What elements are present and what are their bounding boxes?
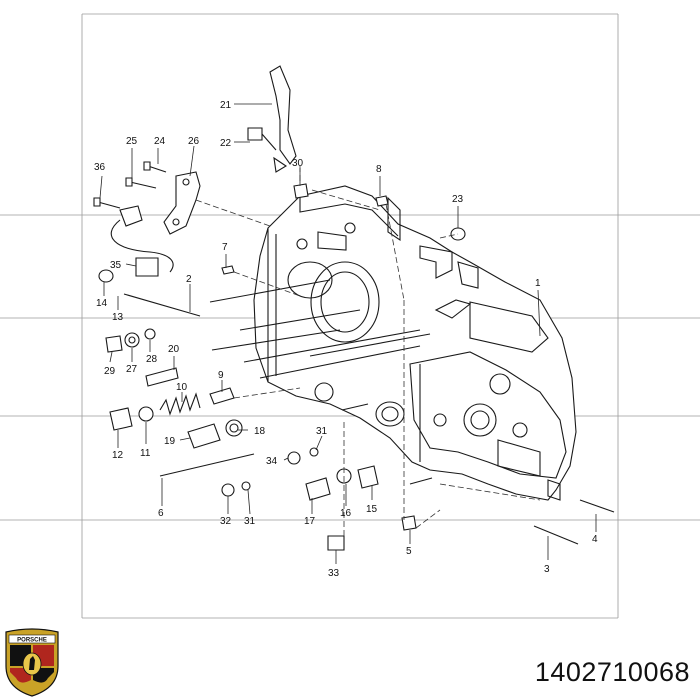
callout-28: 28: [146, 354, 158, 365]
callout-5: 5: [406, 546, 412, 557]
callout-35: 35: [110, 260, 122, 271]
callout-23: 23: [452, 194, 464, 205]
callout-33: 33: [328, 568, 340, 579]
callout-22: 22: [220, 138, 232, 149]
callout-36: 36: [94, 162, 106, 173]
callout-30: 30: [292, 158, 304, 169]
callout-4: 4: [592, 534, 598, 545]
small-parts: [93, 65, 466, 551]
callout-11: 11: [140, 448, 151, 459]
callout-19: 19: [164, 436, 176, 447]
callout-34: 34: [266, 456, 278, 467]
callout-20: 20: [168, 344, 180, 355]
stud-bolts: [123, 279, 615, 545]
porsche-crest-logo: PORSCHE: [5, 628, 59, 697]
callout-12: 12: [112, 450, 124, 461]
callout-27: 27: [126, 364, 138, 375]
callout-1: 1: [535, 278, 541, 289]
crest-wordmark: PORSCHE: [17, 638, 47, 644]
callout-21: 21: [220, 100, 232, 111]
callout-31-lower: 31: [244, 516, 256, 527]
callout-25: 25: [126, 136, 138, 147]
callout-labels: 1 2 3 4 5 6 7 8 9 10 11 12 13 14 15 16 1…: [94, 100, 598, 579]
callout-13: 13: [112, 312, 124, 323]
callout-31-upper: 31: [316, 426, 328, 437]
callout-16: 16: [340, 508, 352, 519]
callout-32: 32: [220, 516, 232, 527]
leader-lines: [99, 103, 597, 564]
callout-10: 10: [176, 382, 188, 393]
part-number: 1402710068: [534, 657, 690, 687]
callout-2: 2: [186, 274, 192, 285]
crankcase-housing: [253, 185, 577, 501]
callout-14: 14: [96, 298, 108, 309]
callout-18: 18: [254, 426, 266, 437]
callout-29: 29: [104, 366, 116, 377]
callout-7: 7: [222, 242, 228, 253]
callout-26: 26: [188, 136, 200, 147]
callout-15: 15: [366, 504, 378, 515]
callout-24: 24: [154, 136, 166, 147]
callout-6: 6: [158, 508, 164, 519]
callout-3: 3: [544, 564, 550, 575]
callout-8: 8: [376, 164, 382, 175]
callout-9: 9: [218, 370, 224, 381]
callout-17: 17: [304, 516, 316, 527]
